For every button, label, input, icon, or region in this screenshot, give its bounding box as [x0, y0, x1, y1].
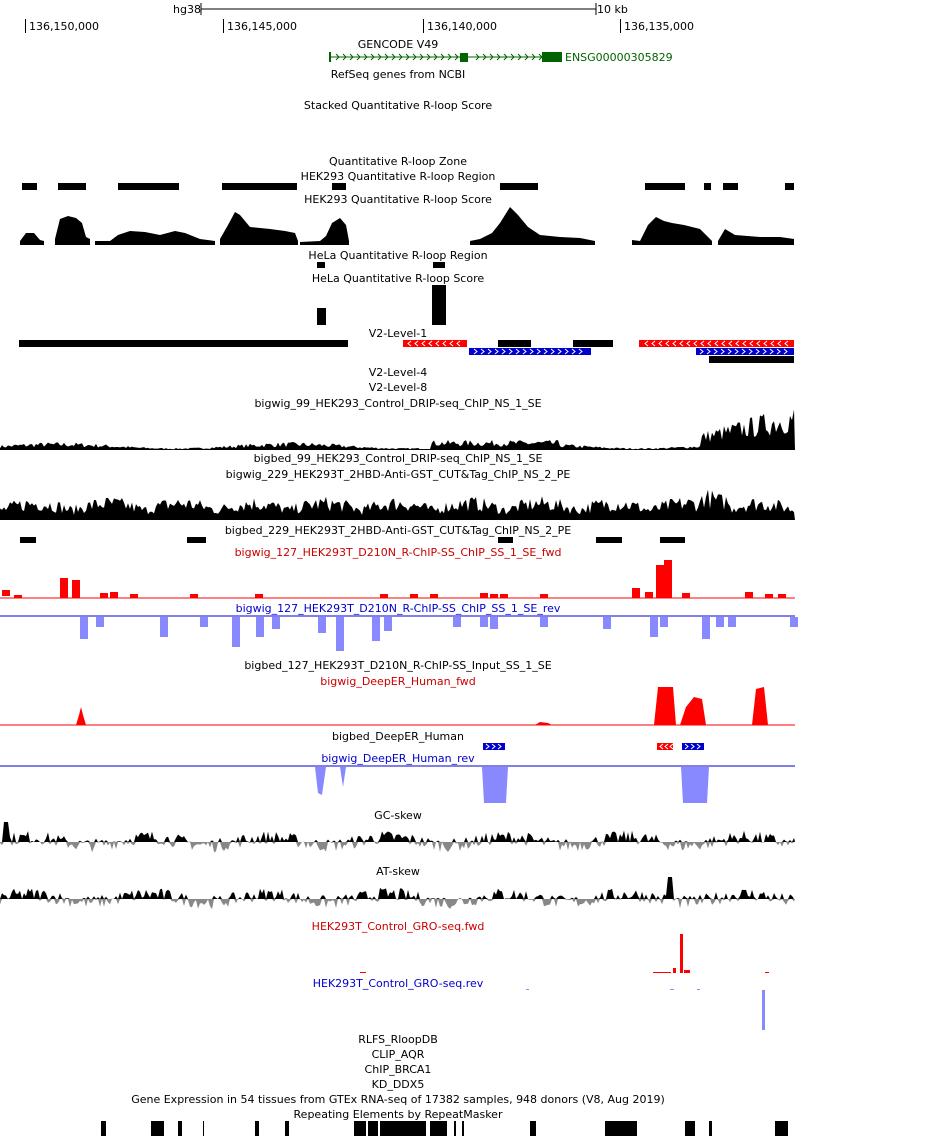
assembly-label: hg38: [173, 3, 201, 16]
gro-seq-rev-signal: [526, 989, 765, 1030]
deeper-peaks: [483, 743, 704, 750]
track-label[interactable]: bigbed_DeepER_Human: [331, 730, 464, 743]
track-label[interactable]: CLIP_AQR: [371, 1048, 425, 1061]
track-label[interactable]: RLFS_RloopDB: [358, 1033, 438, 1046]
gene-name-label[interactable]: ENSG00000305829: [565, 51, 673, 64]
track-label[interactable]: HeLa Quantitative R-loop Score: [311, 272, 485, 285]
track-label[interactable]: GC-skew: [374, 809, 422, 822]
gc-skew-signal: [0, 822, 795, 853]
cut-tag-peaks: [20, 537, 685, 543]
track-label[interactable]: Stacked Quantitative R-loop Score: [303, 99, 493, 112]
hek293-region-blocks: [22, 183, 794, 190]
track-label[interactable]: V2-Level-8: [368, 381, 428, 394]
coordinate-label: 136,135,000: [624, 20, 694, 33]
cut-tag-signal: [0, 489, 795, 520]
scalebar-label: 10 kb: [597, 3, 628, 16]
track-label[interactable]: V2-Level-4: [368, 366, 428, 379]
repeatmasker-blocks: [101, 1121, 788, 1136]
track-label[interactable]: bigwig_229_HEK293T_2HBD-Anti-GST_CUT&Tag…: [225, 468, 571, 481]
track-label[interactable]: AT-skew: [376, 865, 420, 878]
hela-region-blocks: [317, 262, 446, 325]
coordinate-label: 136,150,000: [29, 20, 99, 33]
track-label[interactable]: bigwig_127_HEK293T_D210N_R-ChIP-SS_ChIP_…: [234, 546, 562, 559]
at-skew-signal: [0, 877, 795, 910]
deeper-fwd-signal: [76, 687, 768, 725]
track-label[interactable]: bigbed_127_HEK293T_D210N_R-ChIP-SS_Input…: [244, 659, 552, 672]
gro-seq-fwd-signal: [360, 934, 769, 973]
scalebar: [200, 3, 597, 15]
track-label[interactable]: bigwig_DeepER_Human_rev: [321, 752, 475, 765]
track-label[interactable]: HEK293T_Control_GRO-seq.fwd: [311, 920, 485, 933]
drip-seq-signal: [0, 409, 795, 450]
track-label[interactable]: RefSeq genes from NCBI: [330, 68, 466, 81]
track-label[interactable]: Quantitative R-loop Zone: [328, 155, 468, 168]
track-label[interactable]: KD_DDX5: [371, 1078, 425, 1091]
track-label[interactable]: HeLa Quantitative R-loop Region: [308, 249, 488, 262]
hek293-score-graph: [20, 207, 794, 245]
track-label[interactable]: HEK293 Quantitative R-loop Region: [300, 170, 496, 183]
track-label[interactable]: Gene Expression in 54 tissues from GTEx …: [131, 1093, 665, 1106]
r-chip-rev-signal: [80, 617, 798, 651]
coordinate-label: 136,145,000: [227, 20, 297, 33]
track-label[interactable]: HEK293 Quantitative R-loop Score: [304, 193, 492, 206]
track-label[interactable]: bigwig_99_HEK293_Control_DRIP-seq_ChIP_N…: [254, 397, 542, 410]
track-label[interactable]: bigwig_DeepER_Human_fwd: [320, 675, 476, 688]
coordinate-label: 136,140,000: [427, 20, 497, 33]
track-label[interactable]: V2-Level-1: [368, 327, 428, 340]
track-label[interactable]: bigwig_127_HEK293T_D210N_R-ChIP-SS_ChIP_…: [235, 602, 561, 615]
r-chip-fwd-signal: [2, 560, 786, 598]
track-label[interactable]: ChIP_BRCA1: [364, 1063, 432, 1076]
v2-level-1-features: [19, 340, 794, 363]
deeper-rev-signal: [315, 767, 709, 803]
track-label[interactable]: Repeating Elements by RepeatMasker: [293, 1108, 503, 1121]
track-label[interactable]: bigbed_229_HEK293T_2HBD-Anti-GST_CUT&Tag…: [224, 524, 572, 537]
track-label[interactable]: bigbed_99_HEK293_Control_DRIP-seq_ChIP_N…: [253, 452, 543, 465]
track-label-gencode[interactable]: GENCODE V49: [357, 38, 439, 51]
gene-model: [329, 52, 562, 62]
track-label[interactable]: HEK293T_Control_GRO-seq.rev: [312, 977, 484, 990]
